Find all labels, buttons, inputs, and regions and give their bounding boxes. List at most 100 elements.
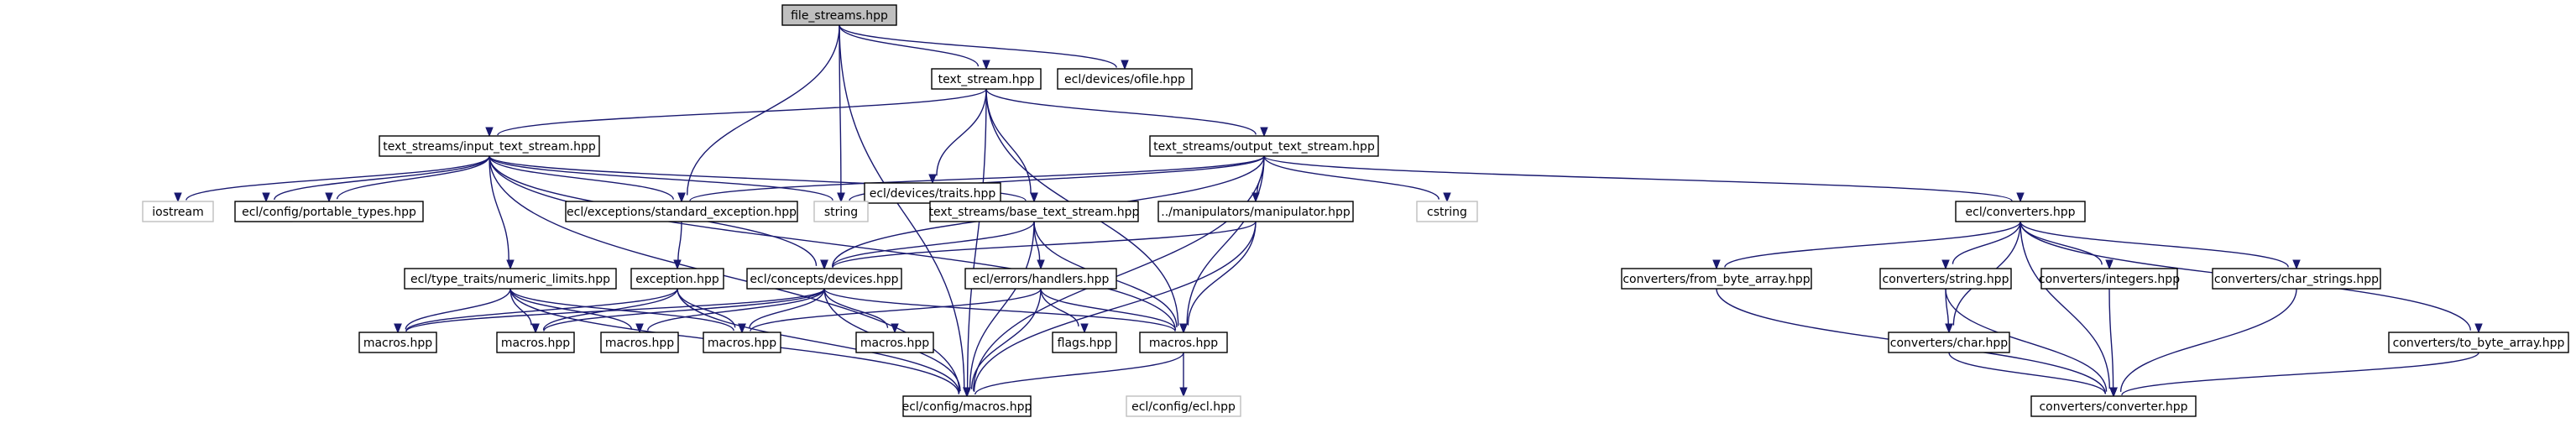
arrowhead-file_streams-to-text_stream xyxy=(982,60,990,70)
edge-numeric_limits-to-macros_c xyxy=(509,288,633,331)
arrowhead-input_text_stream-to-portable_types xyxy=(325,192,333,203)
node-label: ecl/exceptions/standard_exception.hpp xyxy=(567,206,797,219)
edge-base_text_stream-to-config_macros xyxy=(969,221,1035,389)
edge-input_text_stream-to-standard_exception xyxy=(489,155,674,200)
node-cstring[interactable]: cstring xyxy=(1416,201,1478,222)
node-macros_b[interactable]: macros.hpp xyxy=(496,332,575,353)
node-file_streams[interactable]: file_streams.hpp xyxy=(781,4,897,26)
arrowhead-converters-to-from_byte_array xyxy=(1712,259,1721,270)
node-box xyxy=(703,332,781,353)
node-conv_char_strings[interactable]: converters/char_strings.hpp xyxy=(2212,268,2381,290)
edge-text_stream-to-input_text_stream xyxy=(497,88,987,136)
node-config_ecl[interactable]: ecl/config/ecl.hpp xyxy=(1126,395,1241,417)
node-box xyxy=(496,332,575,353)
node-label: ecl/type_traits/numeric_limits.hpp xyxy=(410,273,610,286)
node-base_text_stream[interactable]: text_streams/base_text_stream.hpp xyxy=(929,201,1140,222)
node-label: macros.hpp xyxy=(363,337,432,350)
node-iostream[interactable]: iostream xyxy=(142,201,214,222)
edge-errors_handlers-to-macros_main xyxy=(1040,288,1177,331)
arrowhead-converters-to-conv_char_strings xyxy=(2292,259,2301,270)
arrowhead-manipulator-to-concepts_devices xyxy=(820,259,828,270)
node-box xyxy=(813,201,869,222)
node-conv_converter[interactable]: converters/converter.hpp xyxy=(2030,395,2197,417)
node-standard_exception[interactable]: ecl/exceptions/standard_exception.hpp xyxy=(565,201,798,222)
node-macros_a[interactable]: macros.hpp xyxy=(358,332,437,353)
edge-exception-to-config_macros xyxy=(677,288,960,394)
node-conv_char[interactable]: converters/char.hpp xyxy=(1888,332,2010,353)
node-label: macros.hpp xyxy=(605,337,674,350)
node-config_macros[interactable]: ecl/config/macros.hpp xyxy=(902,395,1032,417)
arrowhead-to_byte_array-to-conv_converter xyxy=(2109,387,2118,398)
node-concepts_devices[interactable]: ecl/concepts/devices.hpp xyxy=(746,268,902,290)
node-box xyxy=(781,4,897,26)
node-converters[interactable]: ecl/converters.hpp xyxy=(1955,201,2086,222)
node-label: file_streams.hpp xyxy=(791,9,888,23)
node-label: flags.hpp xyxy=(1058,337,1112,350)
node-box xyxy=(1879,268,2012,290)
edge-conv_char-to-conv_converter xyxy=(1948,352,2107,394)
node-label: converters/converter.hpp xyxy=(2039,400,2187,414)
node-manipulator[interactable]: ../manipulators/manipulator.hpp xyxy=(1157,201,1354,222)
edge-input_text_stream-to-numeric_limits xyxy=(489,155,509,261)
node-box xyxy=(600,332,679,353)
node-label: ecl/errors/handlers.hpp xyxy=(973,273,1110,286)
node-box xyxy=(1052,332,1117,353)
node-text_stream[interactable]: text_stream.hpp xyxy=(931,68,1042,90)
node-label: text_streams/output_text_stream.hpp xyxy=(1153,140,1375,154)
node-flags[interactable]: flags.hpp xyxy=(1052,332,1117,353)
node-label: ecl/converters.hpp xyxy=(1966,206,2076,219)
node-input_text_stream[interactable]: text_streams/input_text_stream.hpp xyxy=(379,135,600,157)
node-macros_main[interactable]: macros.hpp xyxy=(1139,332,1228,353)
node-to_byte_array[interactable]: converters/to_byte_array.hpp xyxy=(2388,332,2569,353)
edge-file_streams-to-ofile xyxy=(839,24,1117,68)
node-conv_string[interactable]: converters/string.hpp xyxy=(1879,268,2012,290)
arrowhead-errors_handlers-to-flags xyxy=(1080,323,1089,334)
node-string[interactable]: string xyxy=(813,201,869,222)
node-output_text_stream[interactable]: text_streams/output_text_stream.hpp xyxy=(1149,135,1379,157)
arrowhead-output_text_stream-to-standard_exception xyxy=(677,192,686,203)
node-label: exception.hpp xyxy=(635,273,719,286)
node-devices_traits[interactable]: ecl/devices/traits.hpp xyxy=(864,182,1001,204)
node-box xyxy=(358,332,437,353)
node-box xyxy=(929,201,1139,222)
node-label: text_streams/input_text_stream.hpp xyxy=(383,140,596,154)
arrowhead-macros_main-to-config_ecl xyxy=(1179,387,1188,398)
node-box xyxy=(931,68,1042,90)
node-macros_c[interactable]: macros.hpp xyxy=(600,332,679,353)
edge-to_byte_array-to-conv_converter xyxy=(2121,352,2479,396)
edge-base_text_stream-to-concepts_devices xyxy=(832,221,1035,268)
node-portable_types[interactable]: ecl/config/portable_types.hpp xyxy=(234,201,424,222)
node-label: ecl/devices/traits.hpp xyxy=(870,187,996,201)
arrowhead-converters-to-conv_string xyxy=(1941,259,1950,270)
node-box xyxy=(864,182,1001,204)
node-box xyxy=(2030,395,2197,417)
edge-output_text_stream-to-cstring xyxy=(1263,155,1440,200)
edge-concepts_devices-to-macros_d xyxy=(749,288,825,329)
edge-errors_handlers-to-flags xyxy=(1040,288,1079,327)
node-box xyxy=(964,268,1117,290)
arrowhead-errors_handlers-to-macros_main xyxy=(1179,323,1188,334)
node-ofile[interactable]: ecl/devices/ofile.hpp xyxy=(1057,68,1193,90)
node-label: converters/string.hpp xyxy=(1883,273,2009,286)
node-conv_integers[interactable]: converters/integers.hpp xyxy=(2039,268,2180,290)
node-errors_handlers[interactable]: ecl/errors/handlers.hpp xyxy=(964,268,1117,290)
node-numeric_limits[interactable]: ecl/type_traits/numeric_limits.hpp xyxy=(404,268,617,290)
arrowhead-file_streams-to-ofile xyxy=(1121,60,1129,70)
edge-concepts_devices-to-macros_b xyxy=(543,288,825,332)
node-label: macros.hpp xyxy=(501,337,570,350)
arrowhead-text_stream-to-devices_traits xyxy=(928,174,937,185)
node-box xyxy=(1888,332,2010,353)
node-from_byte_array[interactable]: converters/from_byte_array.hpp xyxy=(1621,268,1812,290)
node-macros_d[interactable]: macros.hpp xyxy=(703,332,781,353)
node-macros_e[interactable]: macros.hpp xyxy=(855,332,934,353)
node-box xyxy=(2212,268,2381,290)
node-exception[interactable]: exception.hpp xyxy=(630,268,724,290)
node-box xyxy=(1149,135,1379,157)
edge-converters-to-conv_integers xyxy=(2020,221,2103,265)
node-label: text_stream.hpp xyxy=(938,73,1035,86)
node-label: text_streams/base_text_stream.hpp xyxy=(929,206,1140,219)
edge-converters-to-conv_char_strings xyxy=(2020,221,2289,268)
arrowhead-base_text_stream-to-errors_handlers xyxy=(1037,259,1045,270)
node-box xyxy=(902,395,1032,417)
